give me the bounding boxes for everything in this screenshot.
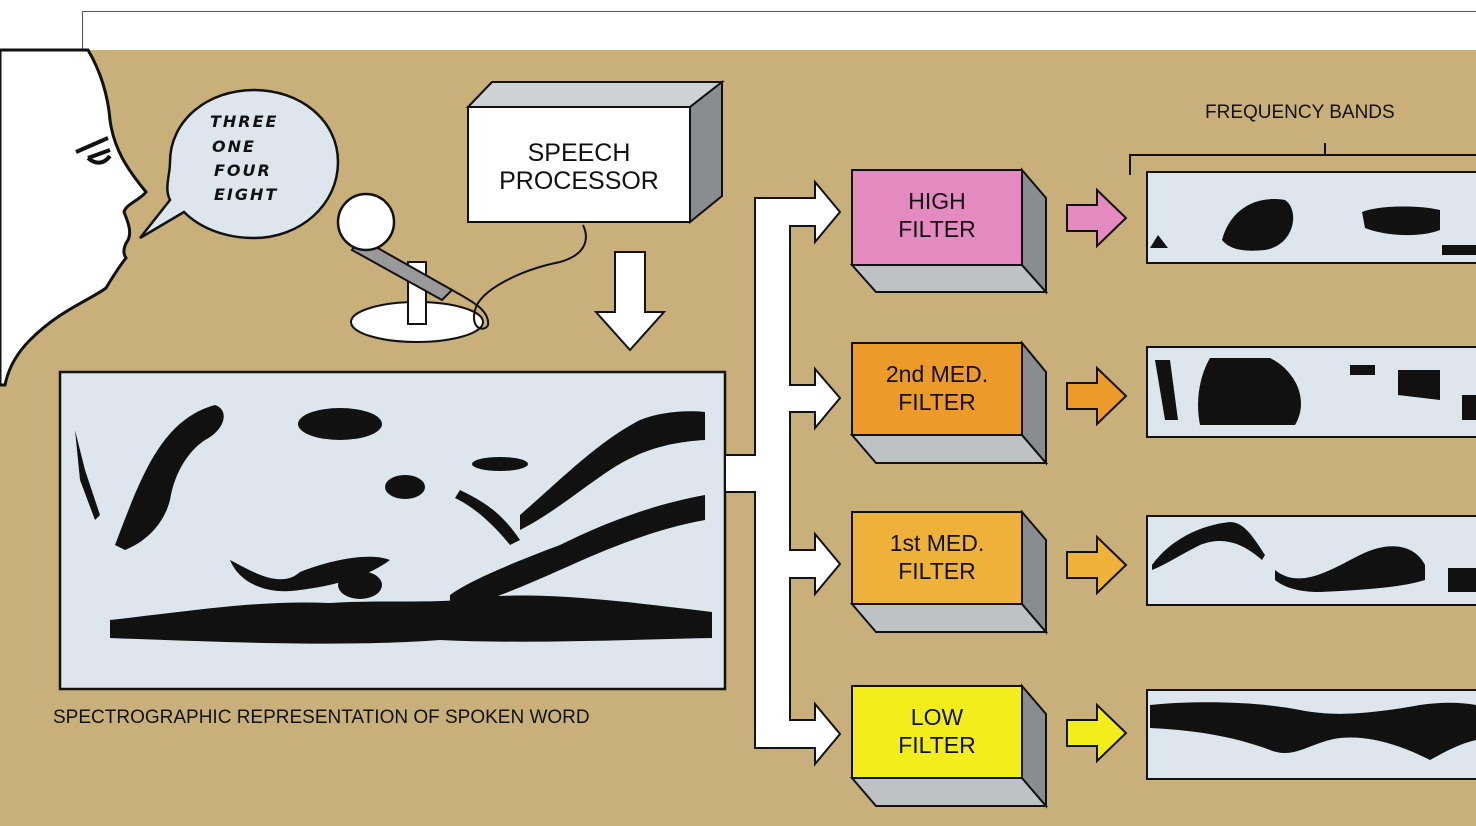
bubble-word-2: ONE [212,137,256,156]
frequency-bands-label: FREQUENCY BANDS [1205,102,1395,124]
band-panel-2nd-med [1147,347,1476,437]
processor-label-line2: PROCESSOR [468,167,690,195]
down-arrow-icon [596,252,664,350]
filter-high-line1: HIGH [852,187,1022,215]
processor-box-top [468,82,722,107]
bubble-word-4: EIGHT [214,185,278,204]
frequency-bands-bracket [1130,143,1476,175]
arrow-high-icon [1067,190,1126,246]
band-panel-1st-med [1147,516,1476,605]
arrow-2nd-med-icon [1067,368,1126,424]
speaker-head-silhouette [0,50,146,385]
arrow-low-icon [1067,705,1126,761]
processor-box-side [690,82,722,222]
spectrogram-caption: SPECTROGRAPHIC REPRESENTATION OF SPOKEN … [53,707,590,729]
branch-arrows [725,182,840,764]
band-panel-low [1147,690,1476,779]
processor-label-line1: SPEECH [468,139,690,167]
filter-low-line1: LOW [852,703,1022,731]
filter-2nd-med-line1: 2nd MED. [852,360,1022,388]
bubble-word-3: FOUR [214,161,272,180]
filter-2nd-med-line2: FILTER [852,388,1022,416]
band-panel-high [1147,172,1476,263]
arrow-1st-med-icon [1067,537,1126,593]
mic-head [338,194,394,250]
filter-1st-med-line1: 1st MED. [852,529,1022,557]
filter-low-line2: FILTER [852,731,1022,759]
filter-high-line2: FILTER [852,215,1022,243]
bubble-word-1: THREE [210,112,278,131]
filter-1st-med-line2: FILTER [852,557,1022,585]
